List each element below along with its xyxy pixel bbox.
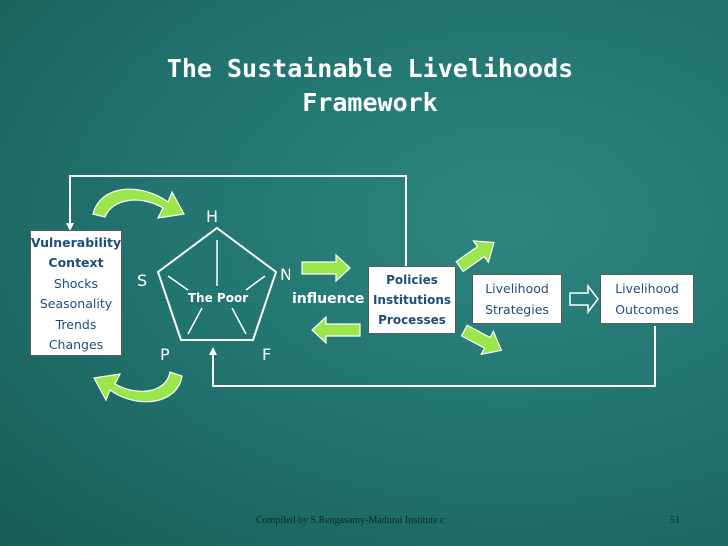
policies-line: Institutions (372, 293, 452, 307)
influence-arrow-left-icon (311, 315, 361, 345)
footer-credit: Compiled by S.Rengasamy-Madurai Institut… (256, 515, 445, 526)
vulnerability-item: Seasonality (39, 296, 113, 311)
influence-label: influence (292, 291, 365, 307)
influence-arrow-right-icon (301, 253, 351, 283)
vulnerability-heading-1: Vulnerability (30, 234, 122, 250)
feedback-line-top (66, 175, 407, 266)
livelihood-strategies-box: Livelihood Strategies (472, 274, 562, 324)
livelihood-outcomes-box: Livelihood Outcomes (600, 274, 694, 324)
strategies-line: Strategies (485, 302, 549, 317)
vulnerability-item: Changes (48, 337, 104, 352)
capital-label-h: H (206, 207, 219, 226)
slide-title: The Sustainable Livelihoods Framework (110, 52, 630, 120)
capital-label-p: P (160, 345, 170, 364)
policy-arrow-down-icon (460, 324, 503, 356)
strategies-line: Livelihood (485, 281, 549, 296)
vulnerability-heading-2: Context (48, 255, 104, 270)
policies-line: Processes (378, 313, 446, 327)
policies-box: Policies Institutions Processes (368, 266, 456, 334)
curved-arrow-top-icon (92, 188, 185, 219)
capital-label-s: S (137, 271, 148, 290)
pentagon-spokes (167, 240, 266, 335)
policies-line: Policies (386, 273, 438, 287)
title-line-1: The Sustainable Livelihoods (166, 54, 574, 83)
strategies-to-outcomes-arrow-icon (569, 283, 599, 315)
asset-pentagon (156, 226, 278, 341)
capital-label-n: N (280, 266, 290, 284)
outcomes-line: Livelihood (615, 281, 679, 296)
policy-arrow-up-icon (455, 240, 495, 273)
vulnerability-item: Trends (55, 316, 97, 332)
vulnerability-item: Shocks (53, 275, 99, 291)
vulnerability-context-box: Vulnerability Context Shocks Seasonality… (30, 230, 122, 356)
title-line-2: Framework (302, 88, 438, 117)
page-number: 51 (670, 515, 680, 526)
capital-label-f: F (262, 346, 271, 364)
outcomes-line: Outcomes (615, 302, 679, 317)
curved-arrow-bottom-icon (93, 371, 183, 403)
the-poor-label: The Poor (187, 291, 249, 305)
feedback-line-bottom (209, 326, 656, 387)
